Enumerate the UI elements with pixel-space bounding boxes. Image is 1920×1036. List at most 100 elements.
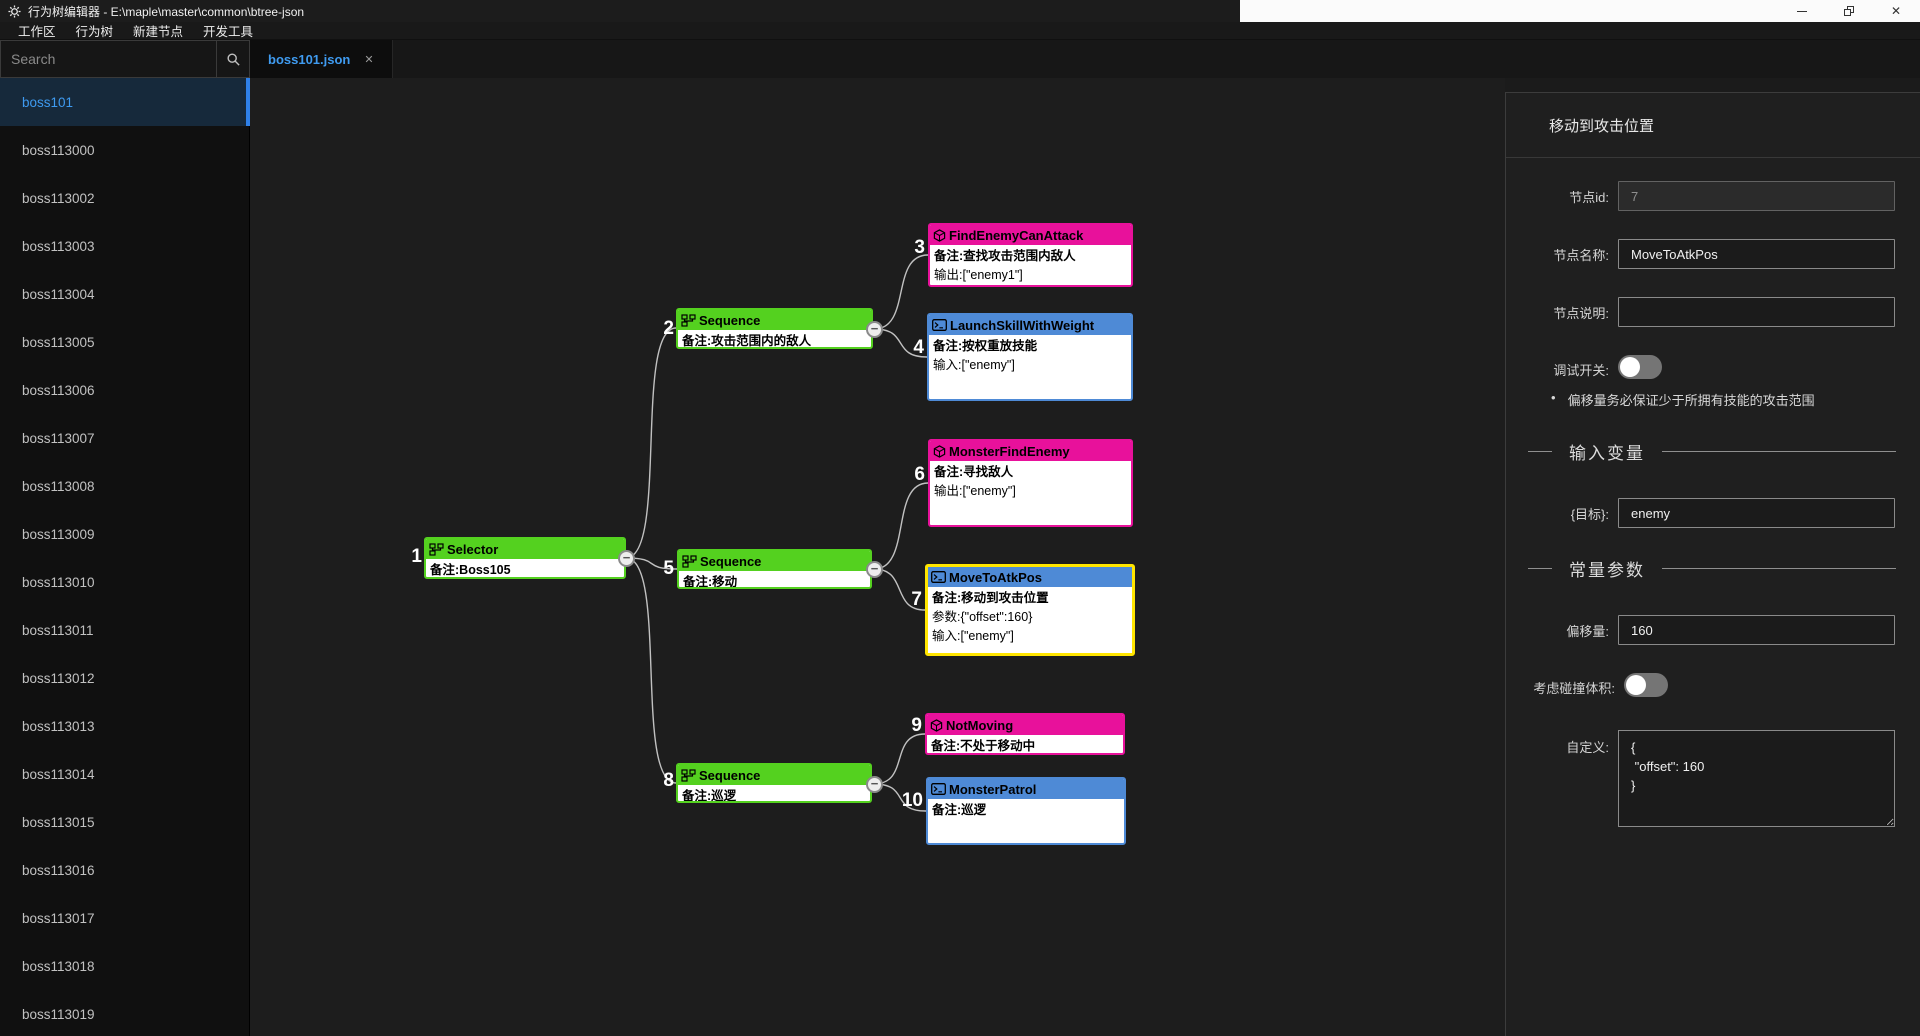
node-number: 8 (663, 770, 674, 791)
boss-label: boss113009 (22, 526, 95, 542)
section-dash (1528, 568, 1552, 569)
sidebar-item-boss113003[interactable]: boss113003 (0, 222, 250, 270)
tab-bar: boss101.json ✕ (250, 40, 1920, 78)
tree-node-selector[interactable]: Selector 备注:Boss105 (424, 537, 626, 579)
restore-icon (1844, 6, 1854, 16)
title-bar-light-segment (1240, 0, 1920, 22)
tree-node-monster-find-enemy[interactable]: MonsterFindEnemy 备注:寻找敌人 输出:["enemy"] (928, 439, 1133, 527)
boss-label: boss113015 (22, 814, 95, 830)
node-line: 输出:["enemy"] (934, 484, 1016, 498)
node-line: 备注:移动 (683, 575, 738, 589)
node-line: 备注:按权重放技能 (933, 339, 1038, 353)
cube-icon (930, 718, 943, 732)
section-dash (1528, 451, 1552, 452)
sidebar-item-boss113017[interactable]: boss113017 (0, 894, 250, 942)
debug-switch-label: 调试开关: (1553, 363, 1609, 378)
sidebar-item-boss113019[interactable]: boss113019 (0, 990, 250, 1036)
sidebar-item-boss113008[interactable]: boss113008 (0, 462, 250, 510)
target-input[interactable] (1618, 498, 1895, 528)
collapse-connector[interactable]: − (866, 561, 883, 578)
custom-row: 自定义: { "offset": 160 } (1506, 730, 1895, 832)
offset-input[interactable] (1618, 615, 1895, 645)
menu-new-node[interactable]: 新建节点 (133, 25, 184, 39)
close-icon: ✕ (1890, 4, 1902, 18)
sidebar-item-boss113013[interactable]: boss113013 (0, 702, 250, 750)
sidebar-item-boss113002[interactable]: boss113002 (0, 174, 250, 222)
tree-node-sequence-attack[interactable]: Sequence 备注:攻击范围内的敌人 (676, 308, 873, 349)
tree-node-sequence-move[interactable]: Sequence 备注:移动 (677, 549, 872, 589)
sidebar-item-boss113015[interactable]: boss113015 (0, 798, 250, 846)
boss-label: boss113000 (22, 142, 95, 158)
sidebar-item-boss113014[interactable]: boss113014 (0, 750, 250, 798)
boss-label: boss113004 (22, 286, 95, 302)
sidebar-item-boss113011[interactable]: boss113011 (0, 606, 250, 654)
tab-close-icon[interactable]: ✕ (364, 53, 374, 66)
sidebar-item-boss113006[interactable]: boss113006 (0, 366, 250, 414)
hierarchy-icon (682, 554, 697, 568)
tree-node-launch-skill-with-weight[interactable]: LaunchSkillWithWeight 备注:按权重放技能 输入:["ene… (927, 313, 1133, 401)
collapse-connector[interactable]: − (866, 776, 883, 793)
node-number: 6 (914, 464, 925, 485)
toggle-knob (1626, 675, 1646, 695)
window-title: 行为树编辑器 - E:\maple\master\common\btree-js… (28, 4, 305, 19)
debug-toggle[interactable] (1618, 355, 1662, 379)
toggle-knob (1620, 357, 1640, 377)
node-title: MonsterPatrol (949, 781, 1037, 797)
sidebar-item-boss113010[interactable]: boss113010 (0, 558, 250, 606)
tree-node-not-moving[interactable]: NotMoving 备注:不处于移动中 (925, 713, 1125, 755)
tab-boss101-json[interactable]: boss101.json ✕ (250, 40, 393, 78)
collapse-connector[interactable]: − (866, 321, 883, 338)
tree-node-find-enemy-can-attack[interactable]: FindEnemyCanAttack 备注:查找攻击范围内敌人 输出:["ene… (928, 223, 1133, 287)
sidebar: boss101 boss113000 boss113002 boss113003… (0, 40, 250, 1036)
search-button[interactable] (216, 41, 249, 77)
restore-button[interactable] (1826, 0, 1872, 22)
collapse-connector[interactable]: − (618, 550, 635, 567)
node-name-input[interactable] (1618, 239, 1895, 269)
menu-workspace[interactable]: 工作区 (18, 25, 56, 39)
section-const-params: 常量参数 (1528, 556, 1896, 581)
sidebar-item-boss113005[interactable]: boss113005 (0, 318, 250, 366)
sidebar-item-boss113018[interactable]: boss113018 (0, 942, 250, 990)
node-number: 9 (911, 715, 922, 736)
node-number: 5 (663, 558, 674, 579)
search-input[interactable] (1, 41, 216, 77)
sidebar-item-boss113012[interactable]: boss113012 (0, 654, 250, 702)
menu-behavior-tree[interactable]: 行为树 (75, 25, 114, 39)
sidebar-item-boss101[interactable]: boss101 (0, 78, 250, 126)
node-name-label: 节点名称: (1553, 247, 1609, 263)
node-line: 备注:移动到攻击位置 (932, 591, 1049, 605)
collision-row: 考虑碰撞体积: (1506, 673, 1895, 702)
boss-label: boss113002 (22, 190, 95, 206)
collision-toggle[interactable] (1624, 673, 1668, 697)
node-id-label: 节点id: (1569, 189, 1609, 205)
section-rule (1662, 451, 1896, 452)
node-desc-input[interactable] (1618, 297, 1895, 327)
sidebar-item-boss113009[interactable]: boss113009 (0, 510, 250, 558)
sidebar-item-boss113007[interactable]: boss113007 (0, 414, 250, 462)
minimize-button[interactable] (1779, 0, 1825, 22)
section-title: 输入变量 (1569, 444, 1645, 463)
boss-label: boss113016 (22, 862, 95, 878)
tree-node-monster-patrol[interactable]: MonsterPatrol 备注:巡逻 (926, 777, 1126, 845)
terminal-icon (932, 319, 947, 331)
section-rule (1662, 568, 1896, 569)
tab-label: boss101.json (268, 51, 351, 67)
sidebar-item-boss113004[interactable]: boss113004 (0, 270, 250, 318)
hierarchy-icon (429, 542, 444, 556)
tree-node-sequence-patrol[interactable]: Sequence 备注:巡逻 (676, 763, 872, 803)
terminal-icon (931, 783, 946, 795)
node-id-row: 节点id: (1506, 181, 1895, 211)
node-title: LaunchSkillWithWeight (950, 317, 1095, 333)
tree-node-move-to-atk-pos[interactable]: MoveToAtkPos 备注:移动到攻击位置 参数:{"offset":160… (925, 564, 1135, 656)
section-input-vars: 输入变量 (1528, 439, 1896, 464)
sidebar-item-boss113016[interactable]: boss113016 (0, 846, 250, 894)
node-number: 10 (901, 790, 923, 811)
debug-switch-row: 调试开关: (1506, 355, 1895, 384)
boss-label: boss113010 (22, 574, 95, 590)
terminal-icon (931, 571, 946, 583)
sidebar-item-boss113000[interactable]: boss113000 (0, 126, 250, 174)
node-line: 备注:巡逻 (682, 789, 737, 803)
custom-json-textarea[interactable]: { "offset": 160 } (1618, 730, 1895, 827)
close-button[interactable]: ✕ (1873, 0, 1919, 22)
menu-dev-tools[interactable]: 开发工具 (203, 25, 254, 39)
